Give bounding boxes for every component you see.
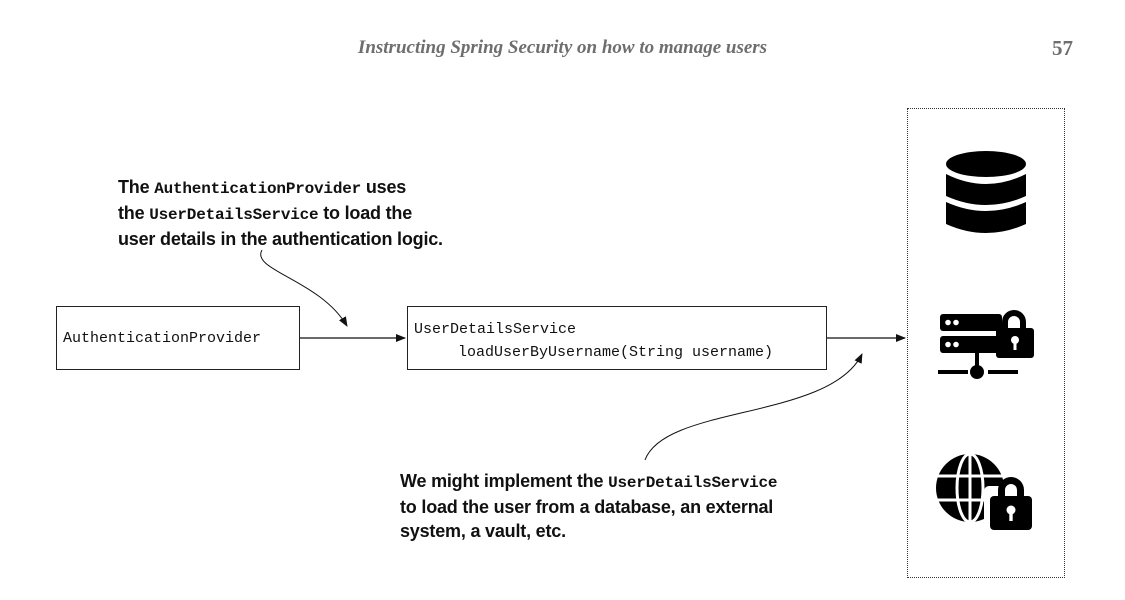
database-icon xyxy=(946,151,1026,233)
callout-bottom-curve xyxy=(644,353,863,461)
callout-top-curve xyxy=(260,249,348,327)
annotation-bottom-text: We might implement the xyxy=(400,471,609,491)
annotation-top: The AuthenticationProvider uses the User… xyxy=(118,175,518,251)
annotation-top-code: UserDetailsService xyxy=(149,206,319,224)
page-number: 57 xyxy=(1052,36,1073,60)
authentication-provider-box: AuthenticationProvider xyxy=(56,306,300,370)
annotation-top-text: user details in the authentication logic… xyxy=(118,229,443,249)
annotation-top-text: the xyxy=(118,203,150,223)
storage-options-panel xyxy=(907,108,1065,578)
annotation-top-text: to load the xyxy=(318,203,413,223)
authentication-provider-label: AuthenticationProvider xyxy=(63,329,262,347)
annotation-bottom-text: to load the user from a database, an ext… xyxy=(400,497,774,517)
load-user-method-label: loadUserByUsername(String username) xyxy=(458,344,774,361)
annotation-bottom-text: system, a vault, etc. xyxy=(400,521,566,541)
annotation-top-text: uses xyxy=(361,177,407,197)
annotation-bottom: We might implement the UserDetailsServic… xyxy=(400,469,880,543)
user-details-service-label: UserDetailsService xyxy=(414,321,577,338)
annotation-bottom-code: UserDetailsService xyxy=(608,474,778,492)
server-lock-icon xyxy=(938,310,1034,379)
annotation-top-code: AuthenticationProvider xyxy=(154,180,362,198)
globe-lock-icon xyxy=(936,452,1038,532)
user-details-service-box: UserDetailsService loadUserByUsername(St… xyxy=(407,306,827,370)
running-header-title: Instructing Spring Security on how to ma… xyxy=(357,37,768,58)
annotation-top-text: The xyxy=(118,177,155,197)
